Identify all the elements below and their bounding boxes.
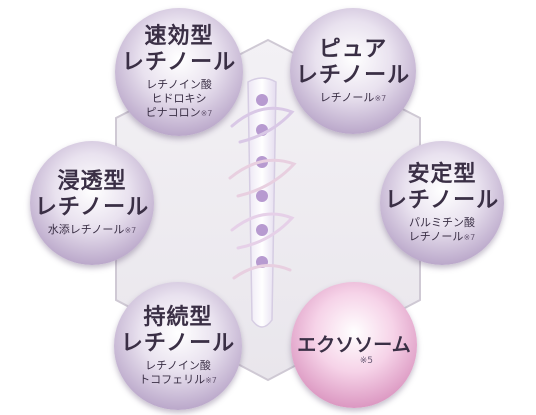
ingredient-line: ピナコロン※7	[145, 105, 213, 119]
circle-sustained-retinol: 持続型 レチノール レチノイン酸 トコフェリル※7	[114, 282, 242, 410]
circle-title-line: レチノール	[121, 49, 237, 75]
circle-ingredient-list: レチノール※7	[320, 91, 386, 106]
ingredient-line: レチノール※7	[408, 229, 476, 243]
circle-ingredient-list: パルミチン酸 レチノール※7	[409, 216, 475, 245]
ingredient-line: ヒドロキシ	[151, 91, 207, 105]
ingredient-line: トコフェリル※7	[139, 372, 217, 386]
circle-title-line: レチノール	[384, 187, 500, 213]
footnote-mark: ※5	[359, 356, 373, 366]
ingredient-line: レチノール※7	[319, 90, 387, 104]
circle-title-line: 安定型	[407, 161, 477, 187]
circle-ingredient-list: レチノイン酸 トコフェリル※7	[139, 359, 217, 388]
ingredient-line: 水添レチノール※7	[47, 222, 137, 236]
circle-title-line: レチノール	[295, 62, 411, 88]
footnote-mark: ※7	[200, 108, 213, 118]
ingredient-line: レチノイン酸	[146, 77, 212, 91]
circle-title-line: 浸透型	[57, 168, 127, 194]
circle-exosome: エクソソーム ※5	[291, 282, 417, 408]
footnote-mark: ※7	[374, 93, 387, 103]
circle-ingredient-list: 水添レチノール※7	[48, 223, 136, 238]
ingredient-line: レチノイン酸	[145, 358, 211, 372]
circle-ingredient-list: レチノイン酸 ヒドロキシ ピナコロン※7	[146, 78, 213, 121]
circle-title-line: レチノール	[34, 194, 150, 220]
circle-pure-retinol: ピュア レチノール レチノール※7	[290, 8, 416, 134]
circle-title-line: 持続型	[143, 304, 213, 330]
circle-title-line: レチノール	[120, 330, 236, 356]
circle-fast-acting-retinol: 速効型 レチノール レチノイン酸 ヒドロキシ ピナコロン※7	[115, 8, 243, 136]
circle-title-line: エクソソーム	[297, 334, 411, 356]
retinol-capsule-icon	[228, 77, 297, 328]
circle-title-line: ピュア	[318, 36, 388, 62]
circle-penetrating-retinol: 浸透型 レチノール 水添レチノール※7	[30, 141, 154, 265]
circle-stable-retinol: 安定型 レチノール パルミチン酸 レチノール※7	[380, 141, 504, 265]
footnote-mark: ※7	[205, 375, 217, 385]
circle-title-line: 速効型	[144, 23, 214, 49]
ingredient-line: パルミチン酸	[409, 215, 475, 229]
footnote-mark: ※7	[124, 225, 137, 235]
footnote-mark: ※7	[463, 232, 476, 242]
